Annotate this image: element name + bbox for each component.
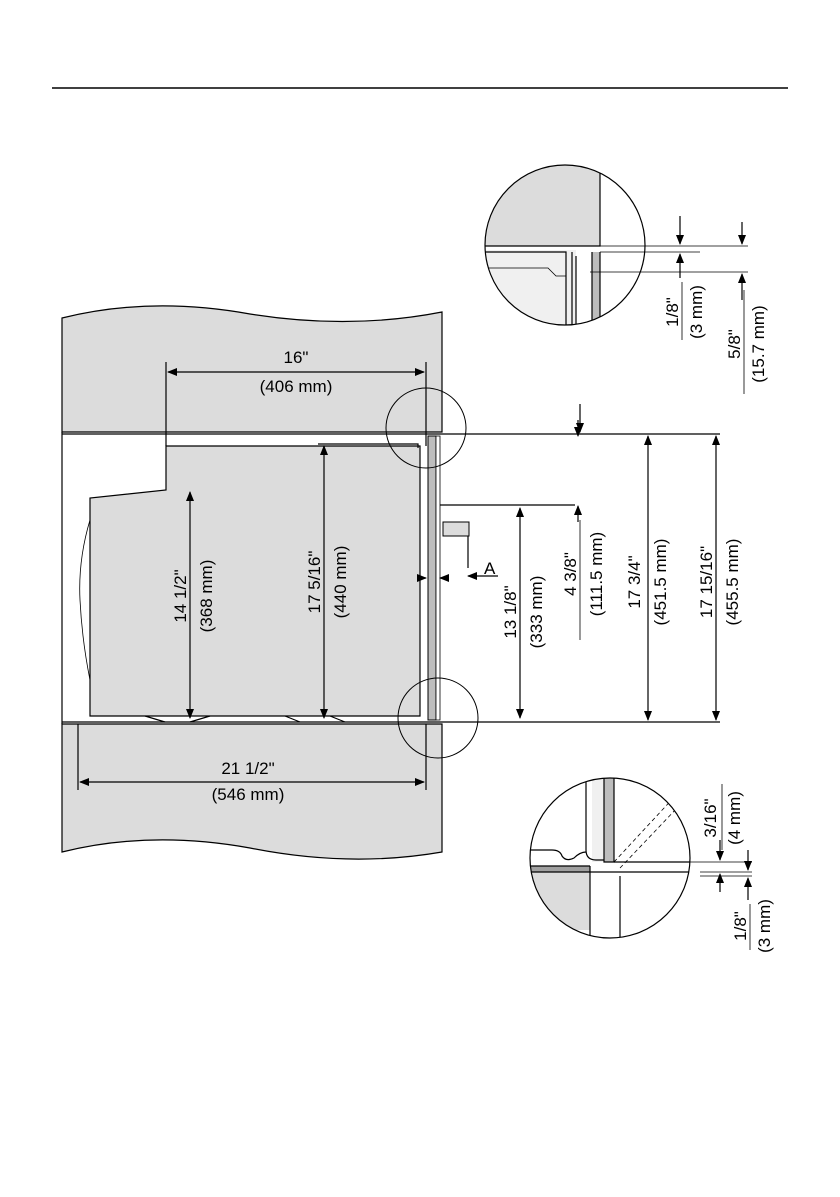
dim-h1-metric: (368 mm) <box>197 560 216 633</box>
detail-bottom-a-metric: (4 mm) <box>725 791 744 845</box>
dim-h5-metric: (451.5 mm) <box>651 539 670 626</box>
dim-depth-bottom-imperial: 21 1/2" <box>221 759 274 778</box>
dim-depth-bottom-metric: (546 mm) <box>212 785 285 804</box>
handle <box>443 522 469 536</box>
door-panel <box>428 436 436 720</box>
dim-h2-imperial: 17 5/16" <box>305 551 324 614</box>
marker-a: A <box>484 559 496 578</box>
detail-top-a-metric: (3 mm) <box>687 285 706 339</box>
detail-top-b-metric: (15.7 mm) <box>749 305 768 382</box>
dim-depth-top-imperial: 16" <box>284 348 309 367</box>
dim-h3-imperial: 13 1/8" <box>501 585 520 638</box>
detail-top-b-imperial: 5/8" <box>725 329 744 359</box>
dim-depth-top-metric: (406 mm) <box>260 377 333 396</box>
detail-bottom-b-metric: (3 mm) <box>755 899 774 953</box>
upper-cabinet <box>62 306 442 432</box>
dim-h6-imperial: 17 15/16" <box>697 546 716 618</box>
dim-h5-imperial: 17 3/4" <box>625 555 644 608</box>
detail-bottom-b-imperial: 1/8" <box>731 911 750 941</box>
dim-h6-metric: (455.5 mm) <box>723 539 742 626</box>
detail-top-a-imperial: 1/8" <box>663 297 682 327</box>
dim-h1-imperial: 14 1/2" <box>171 569 190 622</box>
appliance-body <box>90 446 420 716</box>
detail-view-bottom <box>530 770 700 940</box>
dim-h2-metric: (440 mm) <box>331 546 350 619</box>
detail-bottom-a-imperial: 3/16" <box>701 798 720 837</box>
dim-h3-metric: (333 mm) <box>527 576 546 649</box>
dim-h4-imperial: 4 3/8" <box>561 552 580 596</box>
dim-h4-metric: (111.5 mm) <box>587 532 606 616</box>
